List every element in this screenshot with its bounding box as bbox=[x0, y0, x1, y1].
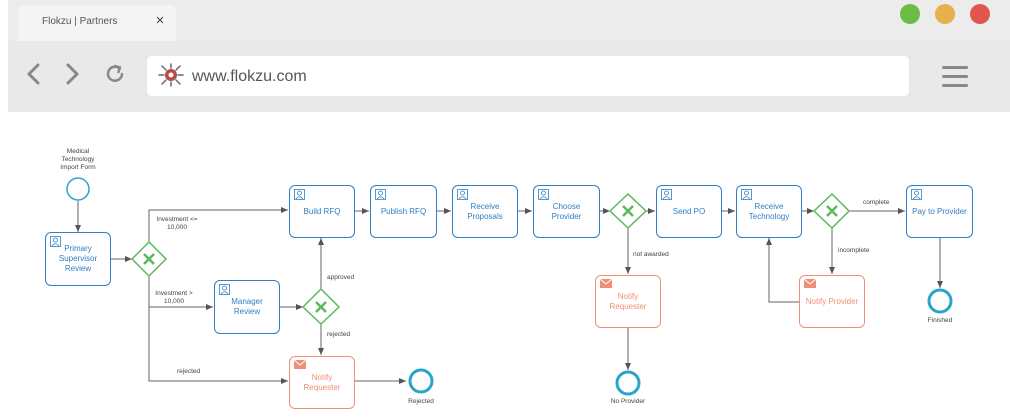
task-label: Receive Technology bbox=[748, 201, 790, 221]
end-event-no-provider[interactable] bbox=[615, 370, 641, 396]
task-pay-to-provider[interactable]: Pay to Provider bbox=[906, 185, 973, 238]
end-event-label-finished: Finished bbox=[927, 317, 953, 324]
hamburger-menu-icon[interactable] bbox=[942, 66, 968, 88]
start-event[interactable] bbox=[66, 177, 90, 201]
task-label: Choose Provider bbox=[551, 201, 582, 221]
user-icon bbox=[538, 189, 549, 203]
reload-icon[interactable] bbox=[103, 61, 127, 87]
process-diagram: Medical Technology Import Form Primary S… bbox=[0, 112, 1010, 418]
flow-label-investment-gt: Investment > 10,000 bbox=[155, 290, 193, 305]
user-icon bbox=[375, 189, 386, 203]
flokzu-logo-icon bbox=[157, 63, 185, 92]
flow-label-rejected: rejected bbox=[327, 331, 351, 338]
flow-label-approved: approved bbox=[327, 274, 355, 281]
task-label: Manager Review bbox=[231, 297, 263, 316]
task-label: Notify Requester bbox=[609, 291, 647, 311]
forward-arrow-icon[interactable] bbox=[60, 61, 84, 87]
task-label: Publish RFQ bbox=[380, 206, 427, 216]
envelope-icon bbox=[293, 359, 307, 372]
user-icon bbox=[219, 284, 230, 298]
task-primary-supervisor-review[interactable]: Primary Supervisor Review bbox=[45, 232, 111, 286]
task-label: Build RFQ bbox=[303, 206, 341, 216]
user-icon bbox=[741, 189, 752, 203]
window-maximize-dot[interactable] bbox=[900, 4, 920, 24]
flow-label-incomplete: incomplete bbox=[838, 247, 870, 254]
url-text: www.flokzu.com bbox=[192, 68, 307, 85]
end-event-label-no-provider: No Provider bbox=[610, 398, 646, 405]
task-publish-rfq[interactable]: Publish RFQ bbox=[370, 185, 437, 238]
task-receive-proposals[interactable]: Receive Proposals bbox=[452, 185, 518, 238]
back-arrow-icon[interactable] bbox=[22, 61, 46, 87]
task-build-rfq[interactable]: Build RFQ bbox=[289, 185, 355, 238]
task-label: Receive Proposals bbox=[467, 201, 503, 221]
end-event-finished[interactable] bbox=[927, 288, 953, 314]
task-label: Primary Supervisor Review bbox=[58, 244, 98, 273]
flow-label-rejected: rejected bbox=[177, 368, 201, 375]
task-notify-provider[interactable]: Notify Provider bbox=[799, 275, 865, 328]
envelope-icon bbox=[599, 278, 613, 291]
flow-label-investment-le: Investment <= 10,000 bbox=[156, 216, 198, 231]
task-send-po[interactable]: Send PO bbox=[656, 185, 722, 238]
task-choose-provider[interactable]: Choose Provider bbox=[533, 185, 600, 238]
task-label: Pay to Provider bbox=[912, 206, 967, 216]
exclusive-gateway-icon[interactable] bbox=[608, 192, 648, 230]
task-manager-review[interactable]: Manager Review bbox=[214, 280, 280, 334]
end-event-rejected[interactable] bbox=[408, 368, 434, 394]
task-label: Send PO bbox=[672, 206, 706, 216]
envelope-icon bbox=[803, 278, 817, 291]
task-receive-technology[interactable]: Receive Technology bbox=[736, 185, 802, 238]
tab-title: Flokzu | Partners bbox=[42, 16, 118, 27]
task-notify-requester[interactable]: Notify Requester bbox=[289, 356, 355, 409]
browser-tab[interactable]: Flokzu | Partners × bbox=[18, 5, 176, 41]
user-icon bbox=[457, 189, 468, 203]
flow-label-complete: complete bbox=[863, 199, 890, 206]
exclusive-gateway-icon[interactable] bbox=[812, 192, 851, 230]
flow-connectors bbox=[66, 177, 953, 396]
window-close-dot[interactable] bbox=[970, 4, 990, 24]
task-label: Notify Provider bbox=[805, 296, 859, 306]
window-minimize-dot[interactable] bbox=[935, 4, 955, 24]
start-event-label: Medical Technology Import Form bbox=[60, 148, 96, 171]
exclusive-gateway-icon[interactable] bbox=[301, 287, 341, 326]
address-bar[interactable]: www.flokzu.com bbox=[147, 56, 909, 96]
exclusive-gateway-icon[interactable] bbox=[130, 240, 168, 278]
tab-close-icon[interactable]: × bbox=[155, 12, 165, 29]
user-icon bbox=[294, 189, 305, 203]
task-notify-requester[interactable]: Notify Requester bbox=[595, 275, 661, 328]
end-event-label-rejected: Rejected bbox=[408, 398, 434, 405]
task-label: Notify Requester bbox=[303, 372, 341, 392]
user-icon bbox=[50, 236, 61, 250]
flow-label-not-awarded: not awarded bbox=[633, 251, 669, 258]
user-icon bbox=[661, 189, 672, 203]
user-icon bbox=[911, 189, 922, 203]
